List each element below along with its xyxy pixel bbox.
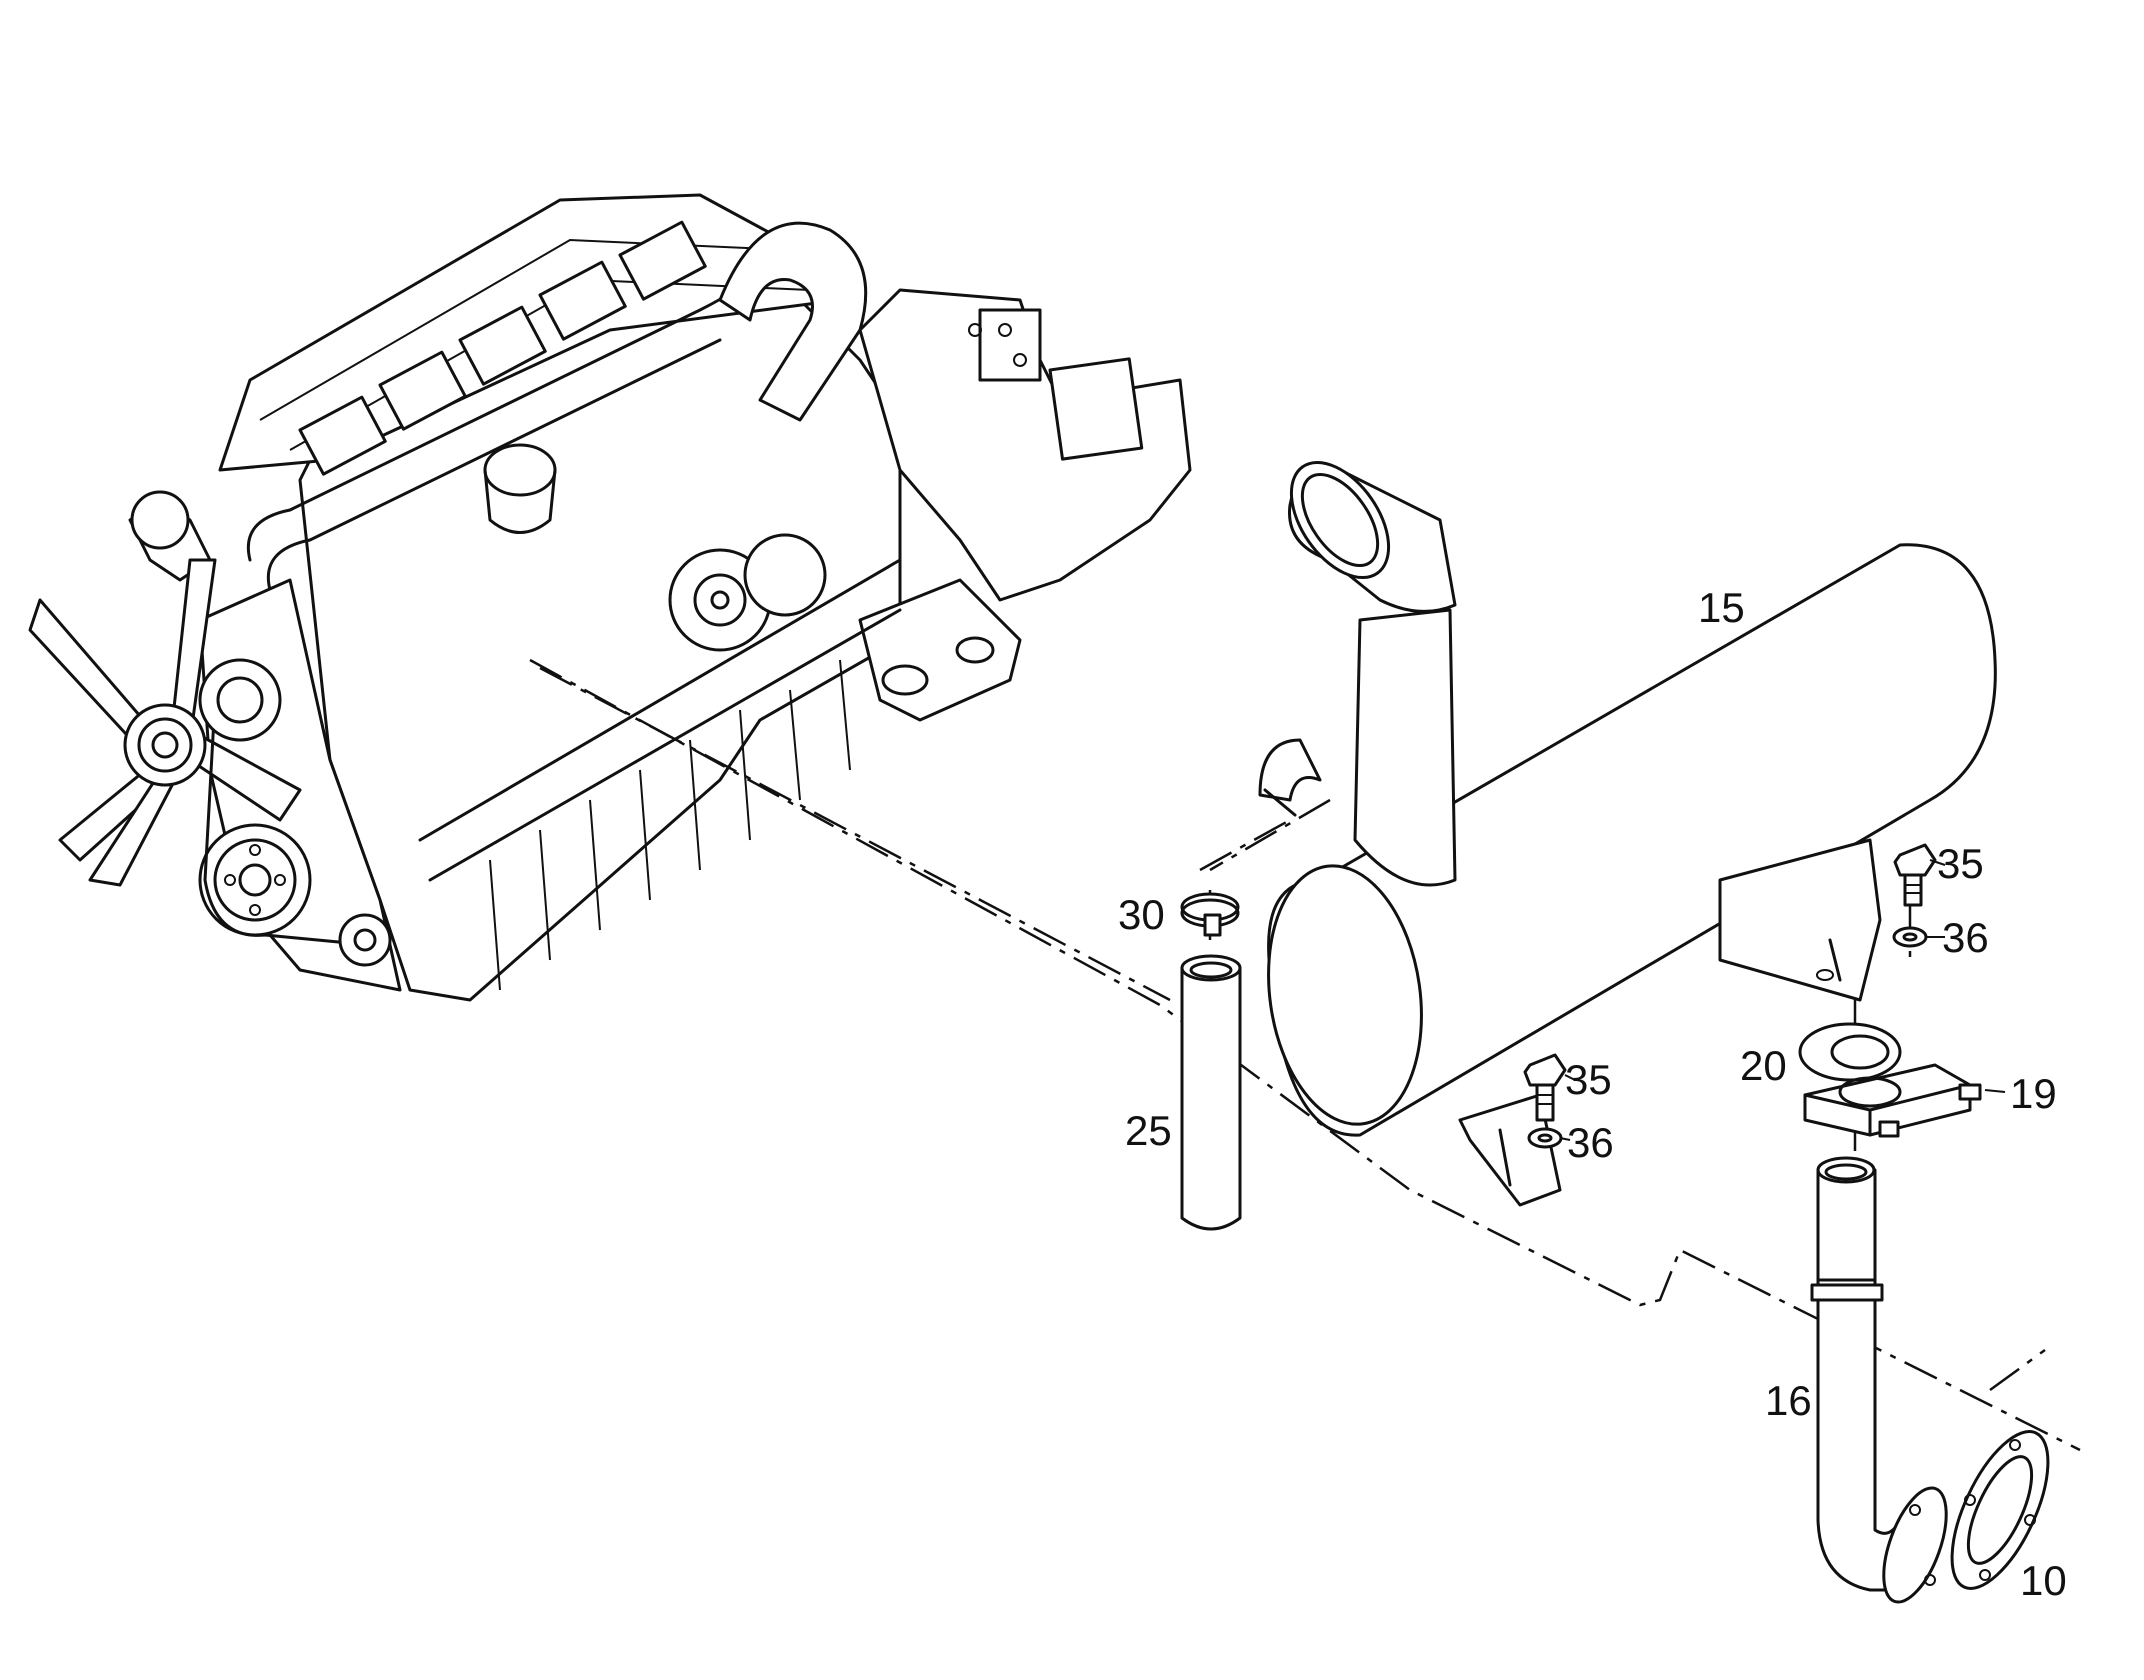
leader-lines <box>1559 859 2006 1141</box>
label-clamp-ring: 20 <box>1740 1042 1787 1089</box>
label-bolt-right: 35 <box>1937 840 1984 887</box>
hose-clamp <box>1180 892 1240 937</box>
cooling-fan <box>28 558 302 887</box>
clamp <box>1803 1063 1982 1138</box>
crank-pulley <box>198 823 312 937</box>
label-hose: 25 <box>1125 1107 1172 1154</box>
crankcase-ribs <box>489 659 851 991</box>
cylinder-head-segments <box>298 220 707 476</box>
bolt-left <box>1523 1053 1567 1122</box>
label-clamp: 19 <box>2010 1070 2057 1117</box>
tailpipe <box>1810 1156 1948 1604</box>
hose <box>1180 954 1242 1231</box>
clamp-ring <box>1798 1022 1902 1082</box>
label-muffler: 15 <box>1698 584 1745 631</box>
label-gasket-flange: 10 <box>2020 1557 2067 1604</box>
part-labels: 15 35 36 30 20 19 35 36 25 16 10 <box>1118 584 2067 1604</box>
muffler <box>1258 460 1997 1207</box>
label-bolt-left: 35 <box>1565 1056 1612 1103</box>
label-washer-left: 36 <box>1567 1119 1614 1166</box>
assembly-lines <box>529 658 2081 1452</box>
washer-right <box>1892 926 1928 948</box>
label-washer-right: 36 <box>1942 914 1989 961</box>
engine-assembly <box>28 193 1192 1002</box>
label-hose-clamp: 30 <box>1118 891 1165 938</box>
washer-left <box>1527 1127 1563 1149</box>
label-tailpipe: 16 <box>1765 1377 1812 1424</box>
bolt-right <box>1893 843 1937 907</box>
gasket-flange <box>1950 1430 2050 1590</box>
